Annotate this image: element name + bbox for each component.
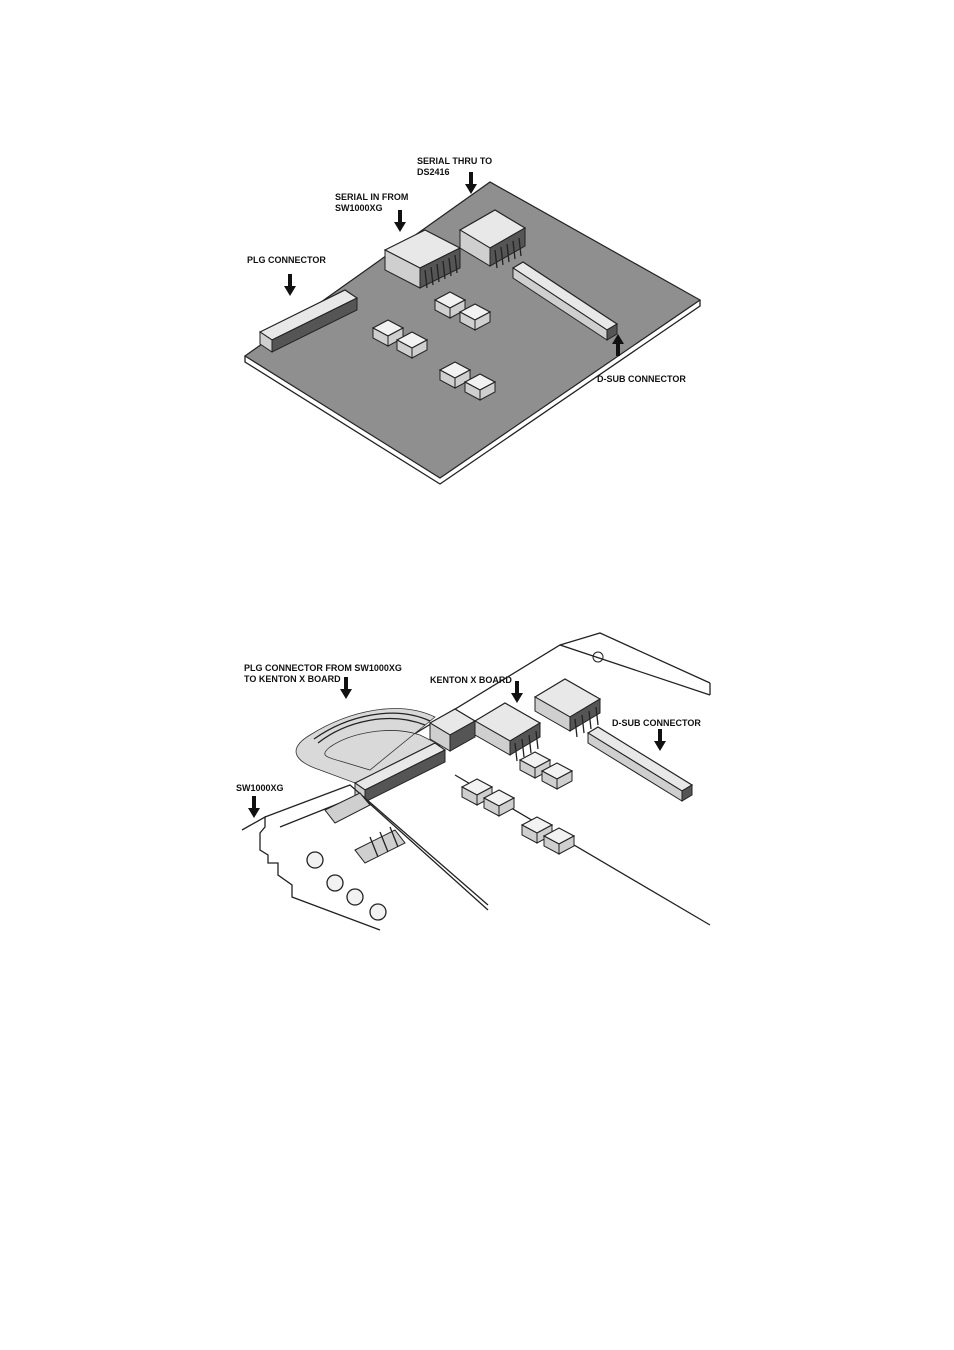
chip-group-top (520, 752, 572, 789)
arrow-serial-thru (465, 172, 477, 194)
label-serial-in-2: SW1000XG (335, 203, 383, 213)
label-serial-in-1: SERIAL IN FROM (335, 192, 408, 202)
arrow-plg-from (340, 677, 352, 699)
label-plg-from-1: PLG CONNECTOR FROM SW1000XG (244, 663, 402, 673)
chip-group-bottom (522, 817, 574, 854)
arrow-plg (284, 274, 296, 296)
label-kenton-board: KENTON X BOARD (430, 675, 512, 685)
label-plg-from-2: TO KENTON X BOARD (244, 674, 341, 684)
label-sw1000xg: SW1000XG (236, 783, 284, 793)
board-illustration: SERIAL THRU TO DS2416 SERIAL IN FROM SW1… (225, 140, 730, 492)
arrow-kenton (511, 681, 523, 703)
sw1000xg-card (242, 785, 488, 930)
diagram-installation-sw1000xg: PLG CONNECTOR FROM SW1000XG TO KENTON X … (230, 605, 720, 945)
label-serial-thru-1: SERIAL THRU TO (417, 156, 492, 166)
label-serial-thru-2: DS2416 (417, 167, 450, 177)
diagram-kenton-board-connectors: SERIAL THRU TO DS2416 SERIAL IN FROM SW1… (225, 140, 730, 492)
arrow-dsub (654, 729, 666, 751)
kenton-header-mid (475, 703, 540, 761)
kenton-header-right (535, 679, 600, 737)
installation-illustration: PLG CONNECTOR FROM SW1000XG TO KENTON X … (230, 605, 720, 945)
label-dsub-connector: D-SUB CONNECTOR (597, 374, 686, 384)
dsub-connector (588, 727, 692, 801)
chip-group-left (462, 779, 514, 816)
label-dsub-connector: D-SUB CONNECTOR (612, 718, 701, 728)
arrow-serial-in (394, 210, 406, 232)
arrow-sw1000xg (248, 796, 260, 818)
label-plg-connector: PLG CONNECTOR (247, 255, 326, 265)
